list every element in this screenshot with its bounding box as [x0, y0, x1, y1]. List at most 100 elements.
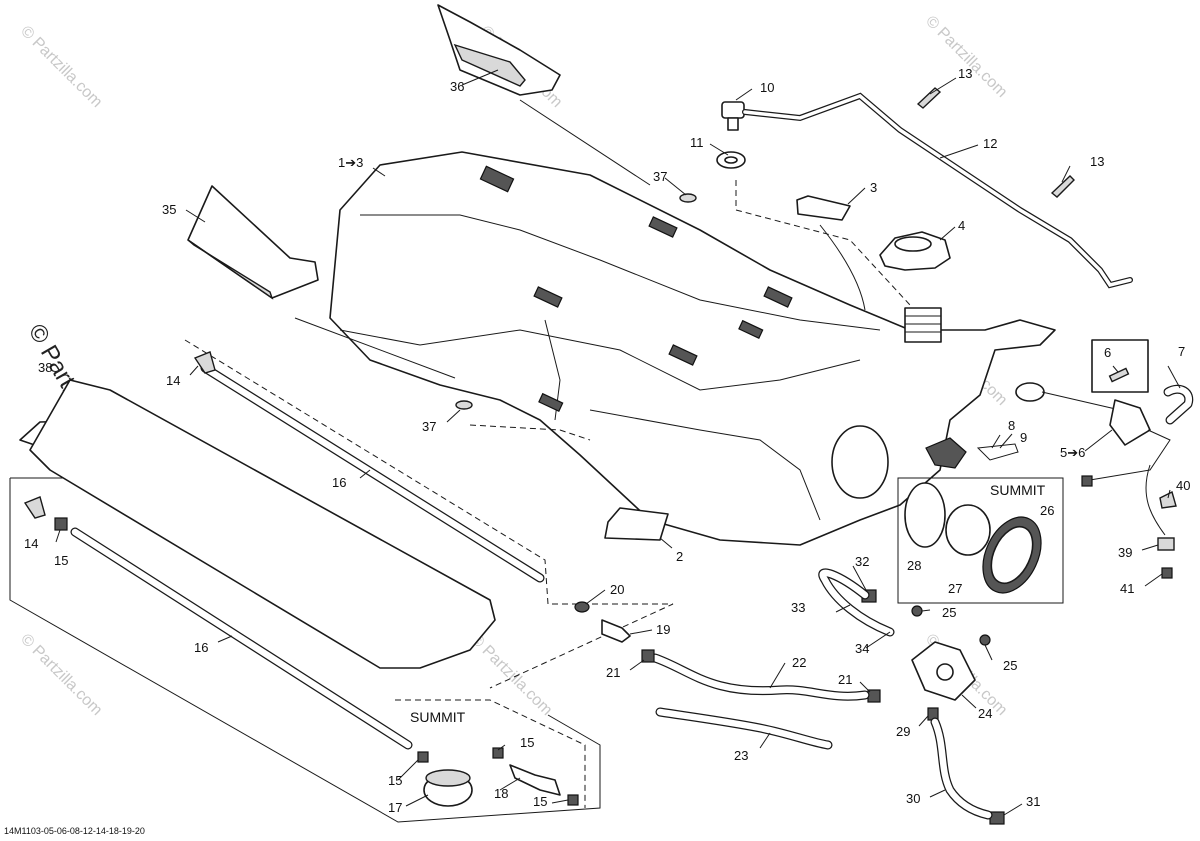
fuel-tank-clip: [648, 216, 678, 238]
callout-31: 31: [1026, 794, 1040, 809]
part-5-connector: [1081, 475, 1093, 487]
leader: [865, 631, 891, 649]
callout-17: 17: [388, 800, 402, 815]
callout-20: 20: [610, 582, 624, 597]
leader: [709, 143, 729, 156]
callout-3: 3: [870, 180, 877, 195]
callout-34: 34: [855, 641, 869, 656]
callout-21b: 21: [838, 672, 852, 687]
part-25-nut: [911, 605, 923, 617]
fuel-tank-ridge: [339, 329, 861, 391]
callout-23: 23: [734, 748, 748, 763]
leader: [1112, 365, 1119, 373]
part-6-fuse-box: [1091, 339, 1149, 393]
part-5-sensor-arm: [1041, 391, 1121, 411]
part-6-fuse: [1108, 367, 1130, 383]
leader: [918, 715, 929, 727]
callout-39: 39: [1118, 545, 1132, 560]
part-8-nut: [925, 437, 967, 469]
watermark: © Partzilla.com: [17, 631, 105, 719]
leader: [189, 365, 199, 376]
callout-25b: 25: [1003, 658, 1017, 673]
part-13-check-valve: [1050, 175, 1075, 198]
fuel-tank-ridge: [360, 214, 881, 331]
fuel-tank-pump-opening: [831, 425, 889, 499]
leader-lines: [55, 69, 1181, 816]
callout-12: 12: [983, 136, 997, 151]
part-10-vent-valve: [721, 101, 745, 119]
leader: [859, 681, 871, 693]
part-18-fitting: [509, 764, 561, 796]
callout-21a: 21: [606, 665, 620, 680]
leader: [446, 409, 461, 423]
part-17-filter-top: [425, 769, 471, 787]
leader: [55, 529, 61, 543]
leader: [499, 777, 521, 791]
fuel-tank-ridge: [589, 409, 821, 521]
part-15-clamp: [54, 517, 68, 531]
callout-9: 9: [1020, 430, 1027, 445]
part-5-sensor-body: [1109, 399, 1151, 446]
part-15-clamp: [417, 751, 429, 763]
leader: [497, 744, 506, 751]
callout-22: 22: [792, 655, 806, 670]
callout-8: 8: [1008, 418, 1015, 433]
leader: [372, 167, 386, 177]
leader: [1061, 165, 1071, 183]
part-28-o-ring: [904, 482, 946, 548]
part-39-bracket: [1157, 537, 1175, 551]
leader: [939, 144, 979, 159]
leader: [185, 209, 206, 223]
callout-15d: 15: [533, 794, 547, 809]
part-11-grommet-hole: [724, 156, 738, 164]
callout-13a: 13: [958, 66, 972, 81]
callout-10: 10: [760, 80, 774, 95]
callout-38: 38: [38, 360, 52, 375]
summit-box-outline: [395, 699, 586, 808]
part-36-slot: [453, 43, 526, 87]
leader: [847, 187, 866, 205]
part-40-clip: [1159, 490, 1177, 509]
leader: [929, 77, 957, 95]
callout-40: 40: [1176, 478, 1190, 493]
callout-2: 2: [676, 549, 683, 564]
part-4-cap-top: [894, 236, 932, 252]
fuel-tank: [329, 151, 1056, 546]
leader: [405, 794, 429, 807]
lower-panel-outline: [9, 478, 601, 823]
callout-4: 4: [958, 218, 965, 233]
fuel-tank-body: [329, 151, 1056, 546]
arrow-connector: [294, 317, 456, 379]
callout-24: 24: [978, 706, 992, 721]
watermark: © Partzilla.com: [17, 23, 105, 111]
part-12-vent-hose-inner: [743, 94, 1132, 287]
part-13-check-valve: [916, 87, 942, 109]
leader: [585, 589, 606, 605]
fuel-tank-filler-neck: [904, 307, 942, 343]
leader: [461, 69, 499, 86]
leader: [999, 433, 1013, 449]
part-16-fuel-line-lower-inner: [71, 528, 412, 749]
callout-15c: 15: [388, 773, 402, 788]
summit-label: SUMMIT: [410, 709, 466, 725]
leader: [659, 537, 673, 549]
part-15-clamp: [492, 747, 504, 759]
part-19-fitting: [601, 619, 631, 643]
leader: [629, 659, 645, 671]
summit-group-26-28-box: [897, 477, 1064, 604]
leader: [769, 662, 786, 689]
part-20-washer: [574, 601, 590, 613]
part-36-cover: [437, 4, 561, 96]
fuel-tank-clip: [668, 344, 698, 366]
callout-6: 6: [1104, 345, 1111, 360]
leader: [735, 88, 753, 101]
callout-37a: 37: [653, 169, 667, 184]
callout-14b: 14: [24, 536, 38, 551]
part-7-hose-inner: [1164, 385, 1192, 424]
fuel-tank-clip: [538, 392, 564, 412]
callout-16b: 16: [194, 640, 208, 655]
fuel-tank-clip: [479, 165, 515, 193]
part-35-edge: [187, 239, 274, 300]
part-5-sensor-float: [1015, 382, 1045, 402]
